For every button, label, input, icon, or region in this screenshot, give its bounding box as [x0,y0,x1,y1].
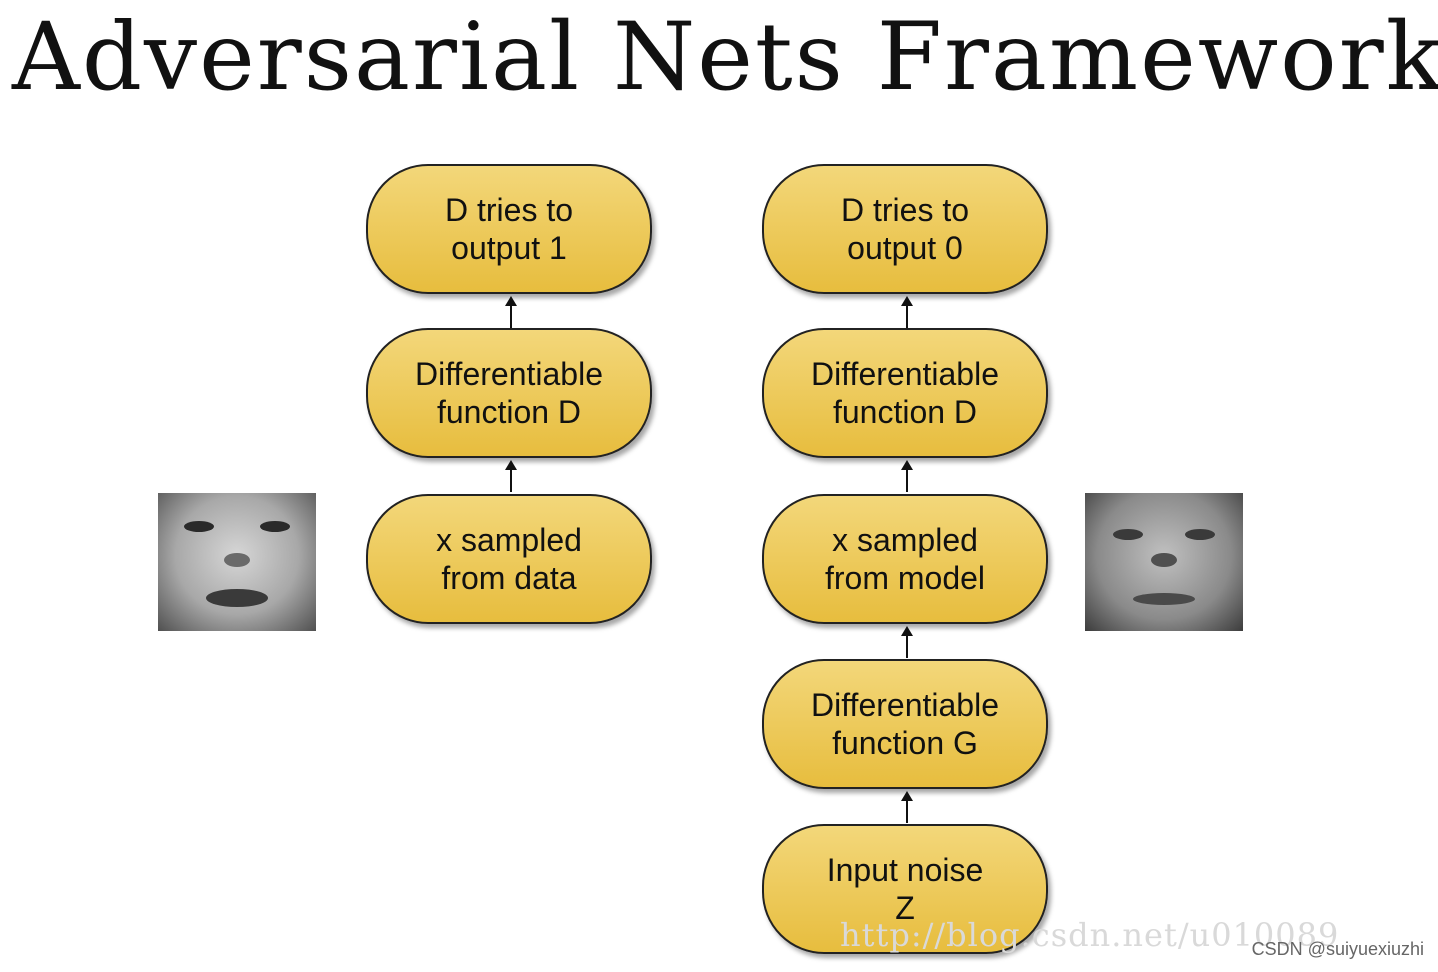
node-line: x sampled [436,522,582,558]
arrow-up [901,791,913,823]
generated-face-image [1085,493,1243,631]
arrow-up [901,626,913,658]
csdn-watermark: CSDN @suiyuexiuzhi [1251,939,1424,959]
node-line: Differentiable [811,356,999,392]
node-line: function D [436,394,582,430]
node-line: function D [832,394,978,430]
node-line: Input noise [826,852,984,888]
node-line: D tries to [444,192,574,228]
arrow-up [901,296,913,328]
node-line: D tries to [840,192,970,228]
node-line: Z [895,890,915,926]
arrow-up [901,460,913,492]
node-line: from model [824,560,986,596]
blog-watermark: http://blog.csdn.net/u010089 [840,916,1340,954]
arrow-up [505,296,517,328]
node-line: function G [832,725,978,761]
node-line: from data [441,560,577,596]
node-line: Differentiable [415,356,603,392]
arrow-up [505,460,517,492]
node-line: output 1 [451,230,567,266]
page-title: Adversarial Nets Framework [12,3,1438,112]
node-line: output 0 [847,230,963,266]
real-face-image [158,493,316,631]
node-line: x sampled [832,522,978,558]
node-line: Differentiable [811,687,999,723]
